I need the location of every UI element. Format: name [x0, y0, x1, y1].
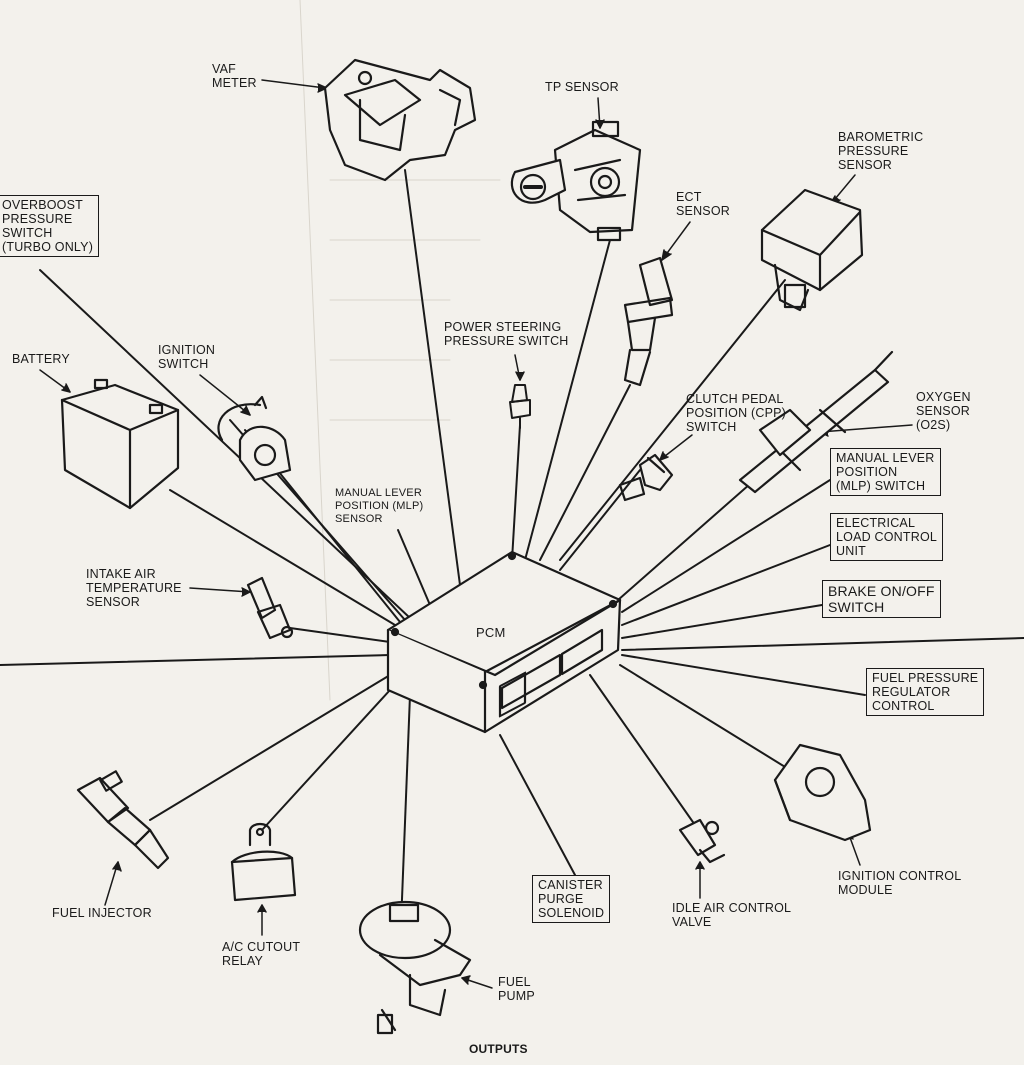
label-battery: BATTERY	[12, 352, 70, 366]
wire-injector	[149, 674, 391, 821]
label-barometric-sensor: BAROMETRIC PRESSURE SENSOR	[838, 130, 924, 172]
label-ignition-switch: IGNITION SWITCH	[158, 343, 216, 371]
wire-canister	[499, 734, 576, 876]
fuel-injector-icon	[76, 770, 170, 870]
wire-iat	[289, 627, 391, 643]
wire-battery	[169, 489, 396, 626]
wire-left-edge	[0, 654, 391, 666]
label-overboost-switch: OVERBOOST PRESSURE SWITCH (TURBO ONLY)	[0, 195, 100, 257]
label-fuel-pressure-regulator: FUEL PRESSURE REGULATOR CONTROL	[866, 668, 985, 716]
wire-cpp	[559, 469, 641, 571]
label-elcu: ELECTRICAL LOAD CONTROL UNIT	[830, 513, 944, 561]
power-steering-switch-icon	[509, 384, 531, 429]
wire-fpr	[621, 654, 866, 696]
wire-iac	[589, 674, 696, 826]
label-ignition-control-module: IGNITION CONTROL MODULE	[838, 869, 962, 897]
barometric-sensor-icon	[760, 188, 864, 312]
label-canister-purge-solenoid: CANISTER PURGE SOLENOID	[532, 875, 611, 923]
wire-ect	[539, 384, 631, 561]
label-tp-sensor: TP SENSOR	[545, 80, 619, 94]
pcm-module	[386, 550, 622, 734]
tp-sensor-icon	[510, 120, 642, 242]
label-fuel-pump: FUEL PUMP	[498, 975, 535, 1003]
label-mlp-sensor: MANUAL LEVER POSITION (MLP) SENSOR	[335, 487, 424, 525]
ect-sensor-icon	[623, 256, 674, 387]
wire-mlp-switch	[621, 479, 831, 613]
label-iat-sensor: INTAKE AIR TEMPERATURE SENSOR	[86, 567, 182, 609]
wire-icm	[619, 664, 791, 771]
label-mlp-switch: MANUAL LEVER POSITION (MLP) SWITCH	[830, 448, 941, 496]
oxygen-sensor-icon	[738, 350, 894, 494]
ignition-switch-icon	[217, 395, 292, 482]
battery-icon	[60, 378, 180, 510]
label-power-steering-switch: POWER STEERING PRESSURE SWITCH	[444, 320, 569, 348]
wire-brake	[621, 604, 823, 639]
ignition-control-module-icon	[773, 743, 872, 842]
wire-ps	[511, 424, 521, 561]
label-fuel-injector: FUEL INJECTOR	[52, 906, 152, 920]
wire-elcu	[621, 544, 831, 626]
label-oxygen-sensor: OXYGEN SENSOR (O2S)	[916, 390, 971, 432]
iac-valve-icon	[678, 818, 726, 864]
ac-relay-icon	[230, 822, 297, 902]
wire-vaf	[404, 169, 461, 586]
wire-right-edge	[621, 637, 1024, 651]
vaf-meter-icon	[323, 58, 477, 182]
label-brake-switch: BRAKE ON/OFF SWITCH	[822, 580, 941, 618]
wires	[0, 169, 1024, 951]
wire-tp	[524, 239, 611, 561]
wire-mlp-sensor	[397, 529, 431, 606]
label-iac-valve: IDLE AIR CONTROL VALVE	[672, 901, 792, 929]
label-vaf-meter: VAF METER	[212, 62, 257, 90]
wire-ac-relay	[261, 689, 391, 831]
label-outputs: OUTPUTS	[469, 1042, 528, 1056]
label-pcm: PCM	[476, 625, 506, 640]
label-cpp-switch: CLUTCH PEDAL POSITION (CPP) SWITCH	[686, 392, 787, 434]
label-ac-cutout-relay: A/C CUTOUT RELAY	[222, 940, 301, 968]
fuel-pump-icon	[358, 900, 472, 1035]
cpp-switch-icon	[618, 453, 674, 502]
iat-sensor-icon	[246, 576, 294, 640]
wire-baro	[559, 279, 786, 561]
label-ect-sensor: ECT SENSOR	[676, 190, 730, 218]
wire-overboost	[39, 269, 411, 619]
